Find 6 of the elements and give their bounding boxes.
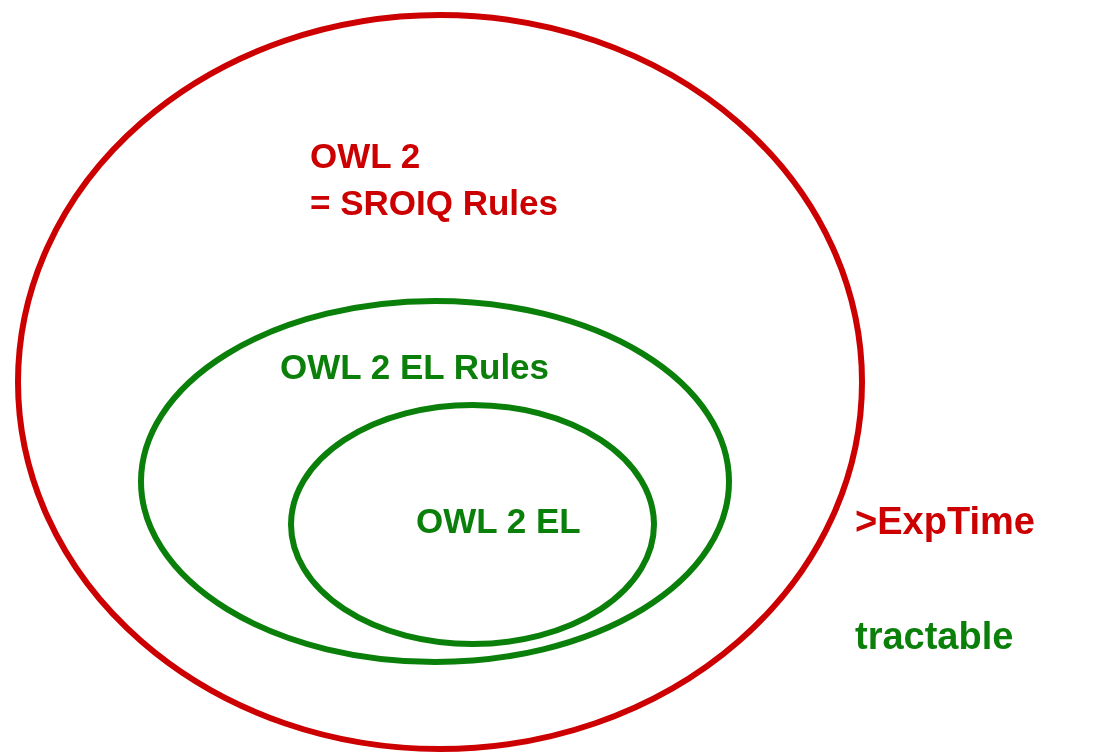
set-label: OWL 2: [310, 137, 421, 176]
complexity-note: tractable: [855, 615, 1014, 658]
set-label: OWL 2 EL Rules: [280, 348, 550, 387]
set-label: = SROIQ Rules: [310, 184, 558, 223]
complexity-note: >ExpTime: [855, 500, 1035, 543]
set-label: OWL 2 EL: [416, 502, 581, 541]
